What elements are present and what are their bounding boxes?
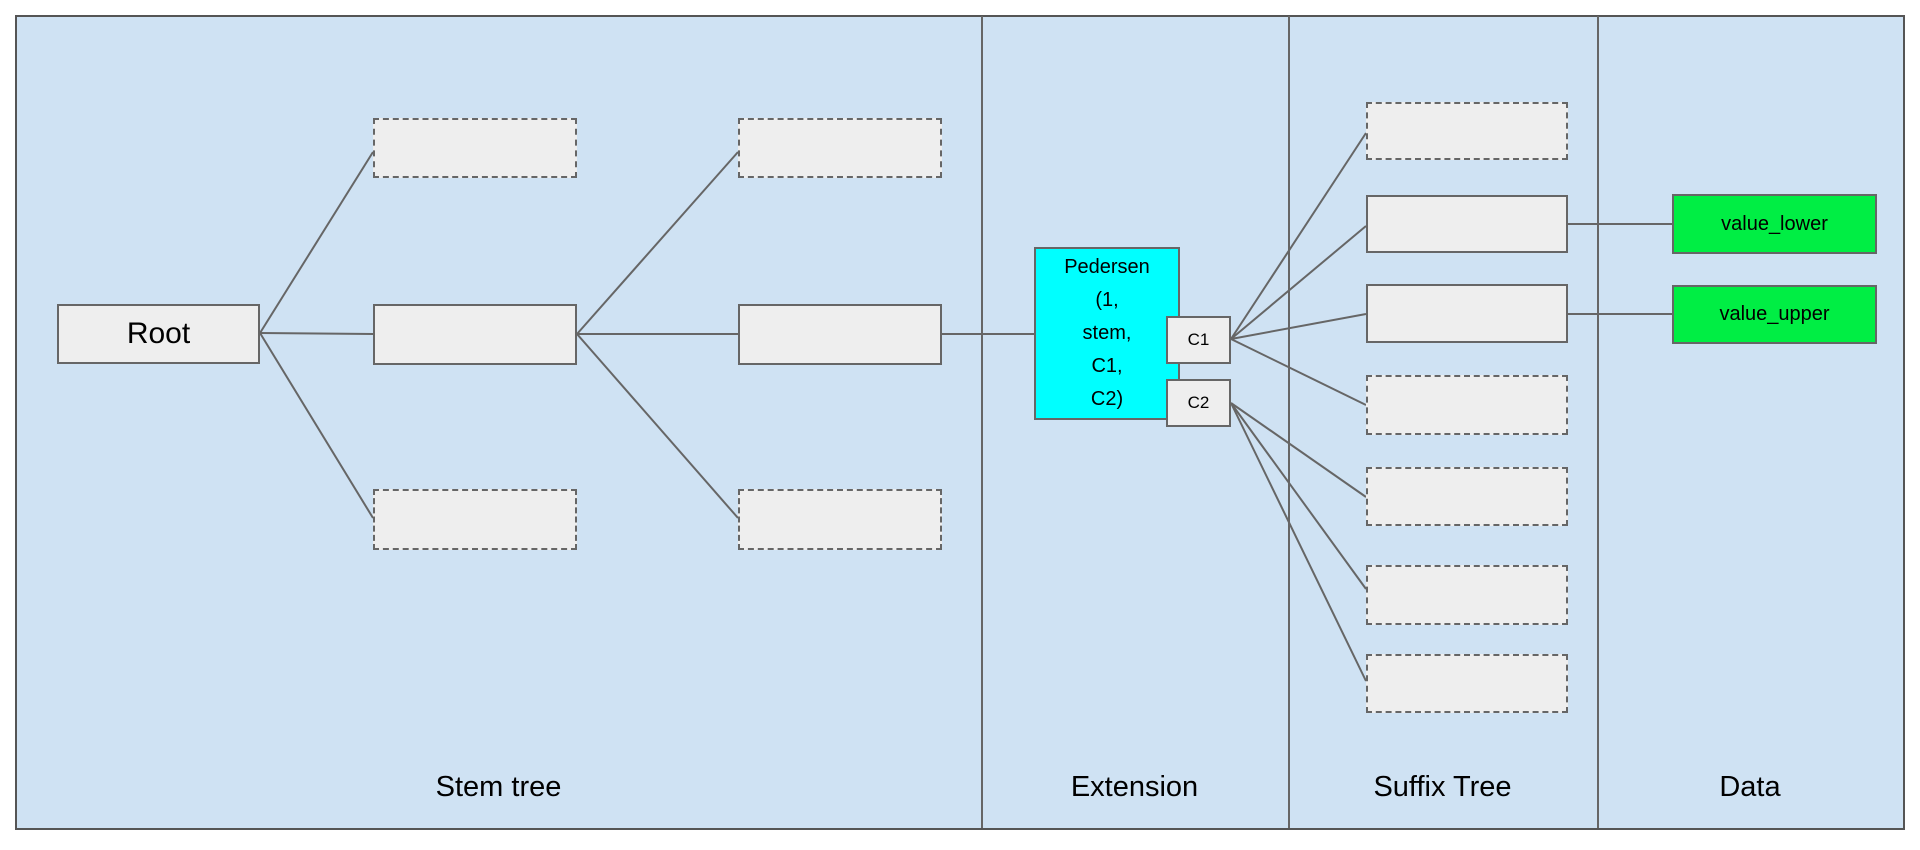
- c1-port-node: C1: [1166, 316, 1231, 364]
- stem-level2-top-node: [373, 118, 577, 178]
- pedersen-commitment-node: Pedersen (1, stem, C1, C2): [1034, 247, 1180, 420]
- suffix-node-5: [1366, 467, 1568, 526]
- diagram-background: [15, 15, 1905, 830]
- stem-level3-bottom-node: [738, 489, 942, 550]
- stem-level2-bottom-node: [373, 489, 577, 550]
- stem-level3-top-node: [738, 118, 942, 178]
- suffix-node-6: [1366, 565, 1568, 625]
- value-lower-node: value_lower: [1672, 194, 1877, 254]
- section-label-suffix-tree: Suffix Tree: [1373, 771, 1512, 803]
- separator-extension-suffix: [1288, 16, 1290, 828]
- root-node: Root: [57, 304, 260, 364]
- suffix-node-1: [1366, 102, 1568, 160]
- stem-level2-mid-node: [373, 304, 577, 365]
- section-label-extension: Extension: [1070, 771, 1199, 803]
- section-label-data: Data: [1719, 771, 1781, 803]
- separator-suffix-data: [1597, 16, 1599, 828]
- stem-level3-mid-node: [738, 304, 942, 365]
- suffix-node-2: [1366, 195, 1568, 253]
- separator-stem-extension: [981, 16, 983, 828]
- suffix-node-3: [1366, 284, 1568, 343]
- suffix-node-4: [1366, 375, 1568, 435]
- suffix-node-7: [1366, 654, 1568, 713]
- value-upper-node: value_upper: [1672, 285, 1877, 344]
- c2-port-node: C2: [1166, 379, 1231, 427]
- section-label-stem-tree: Stem tree: [435, 771, 562, 803]
